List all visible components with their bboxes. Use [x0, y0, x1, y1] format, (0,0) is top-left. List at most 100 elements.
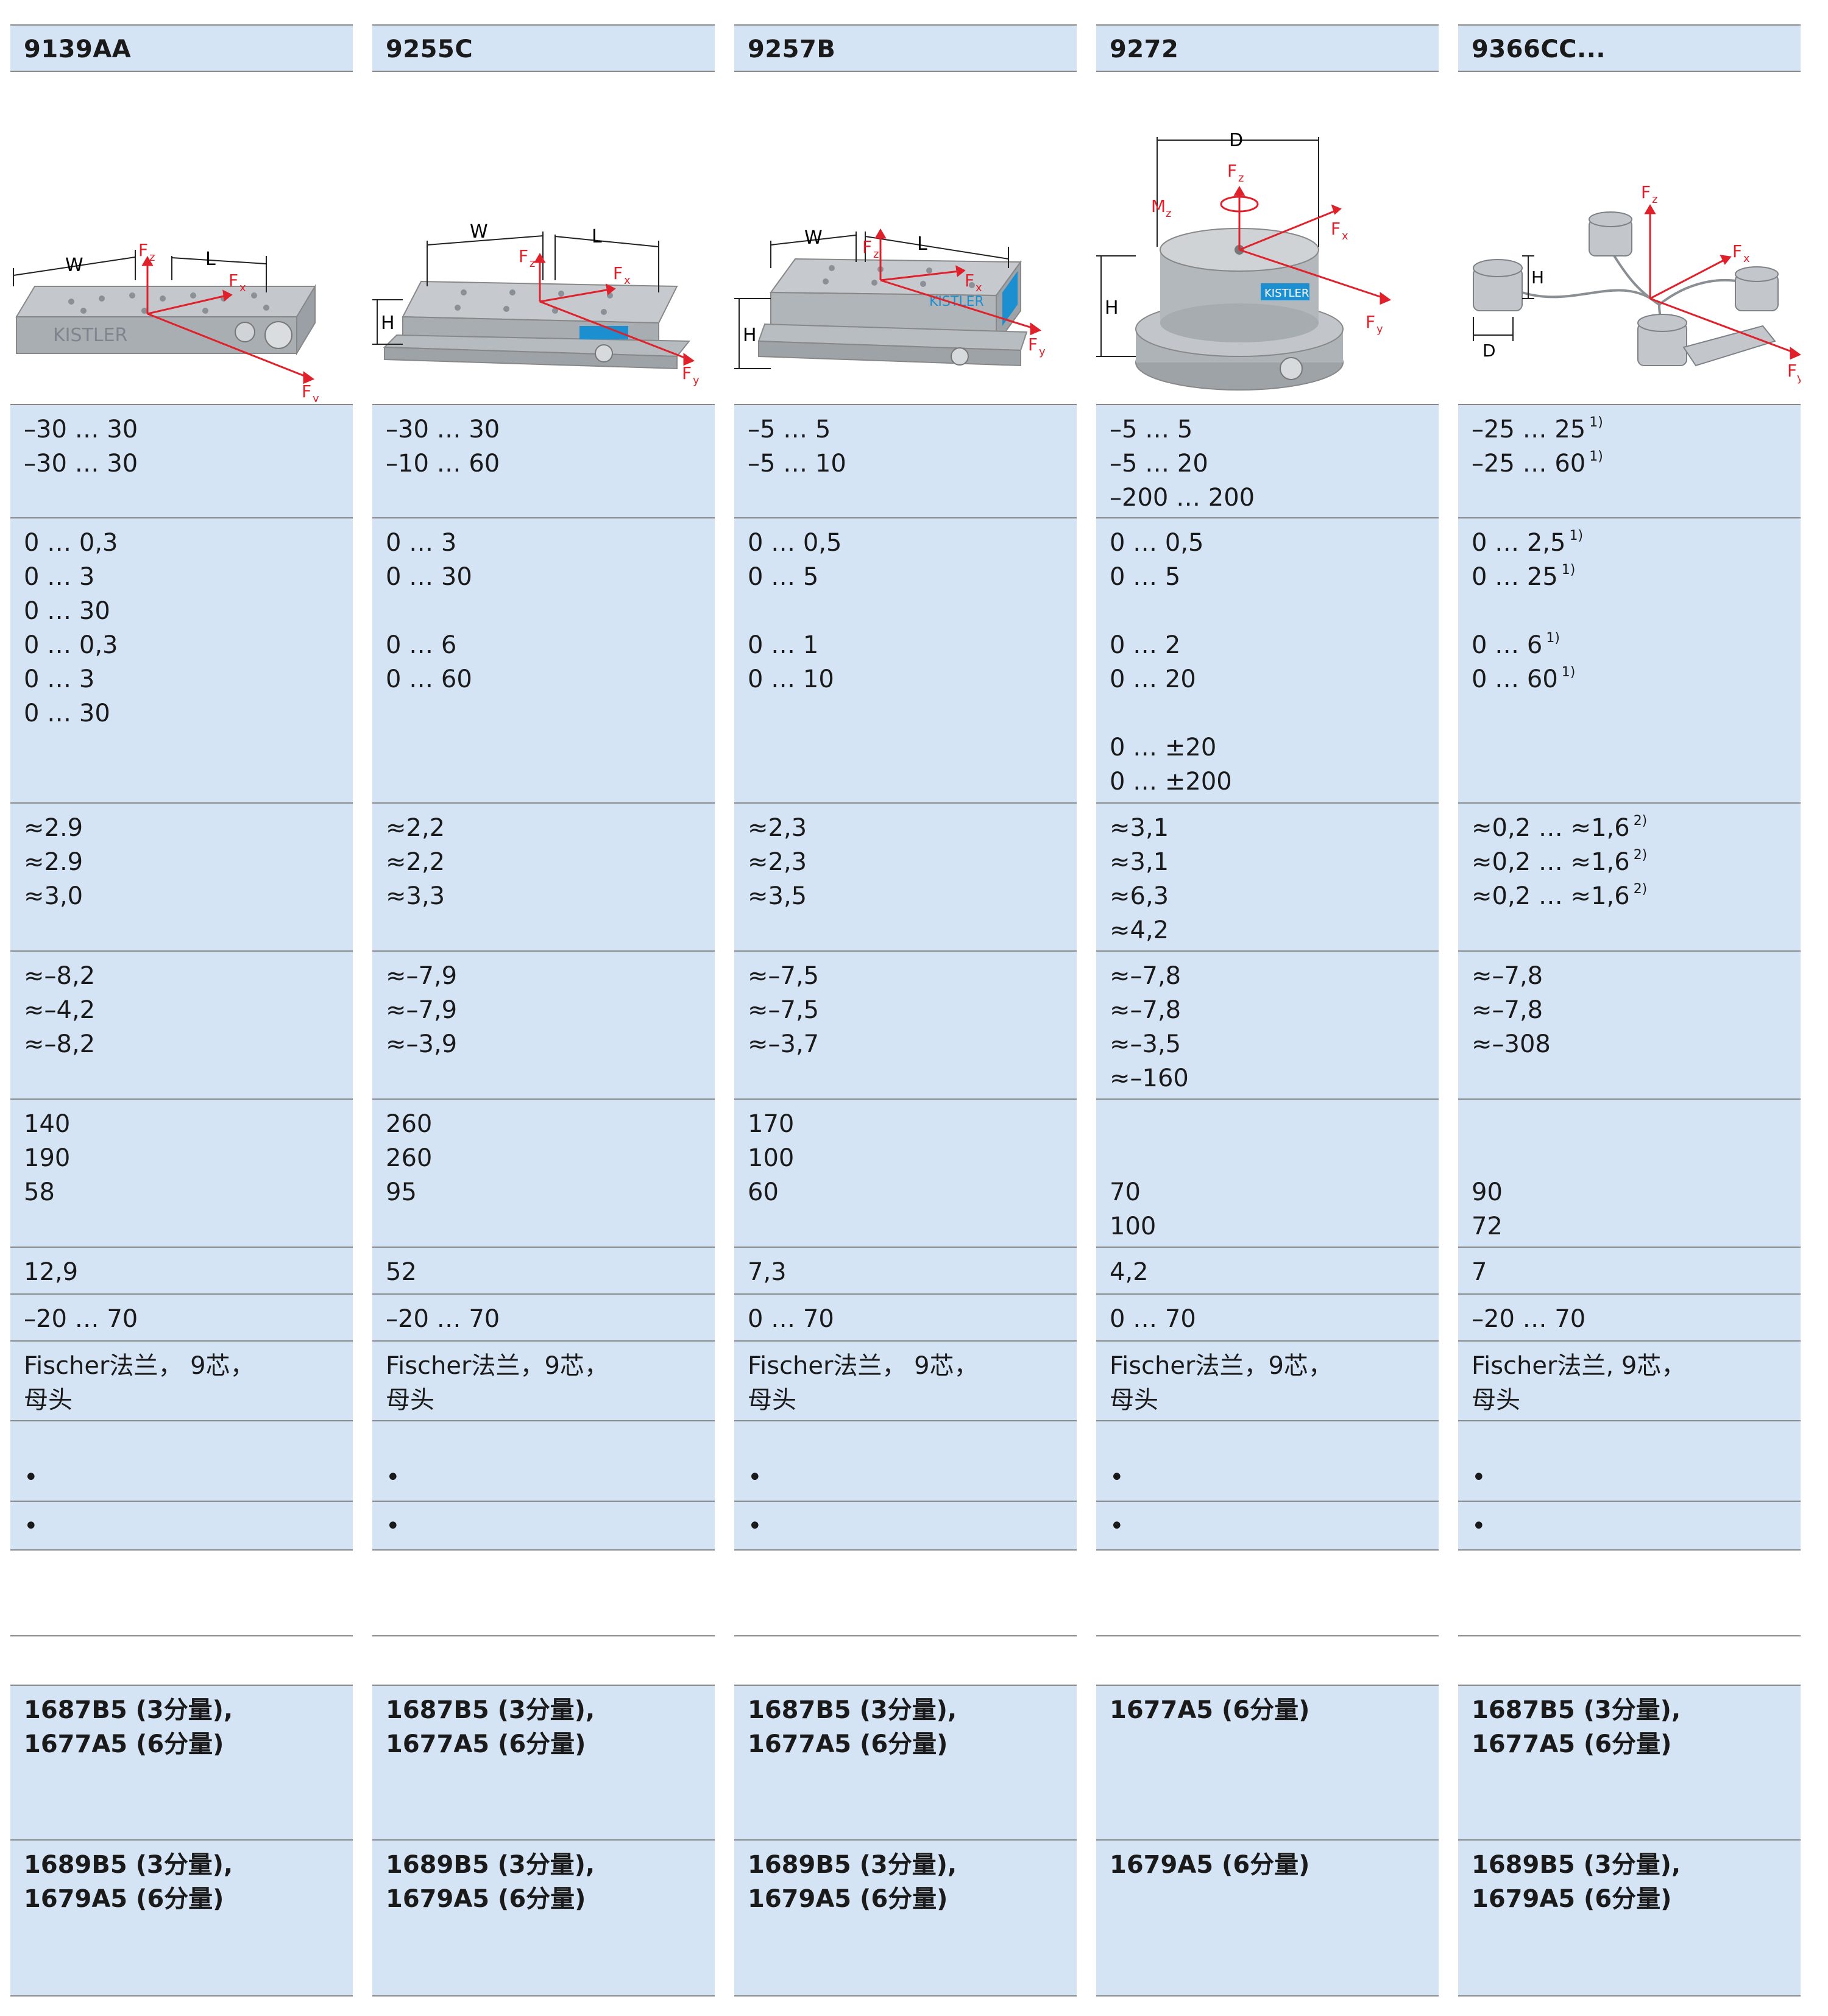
cell-value: 0 … 0,5 [1110, 529, 1204, 557]
cell-value: 1677A5 (6分量) [24, 1730, 224, 1758]
force-fx-sub: x [239, 281, 246, 294]
height-label: H [1531, 267, 1544, 288]
footnote-marker: 1) [1546, 631, 1560, 646]
cell-value: –5 … 20 [1110, 450, 1208, 478]
row-amplifier-1: 1677A5 (6分量) [1096, 1685, 1439, 1841]
cell-line: –30 … 30 [24, 412, 353, 447]
force-fz-label: F [1641, 182, 1651, 202]
product-header: 9139AA [10, 24, 353, 72]
row-temperature: –20 … 70 [10, 1295, 353, 1342]
temperature-value: 0 … 70 [1110, 1305, 1196, 1333]
cell-value: 0 … 3 [24, 563, 95, 591]
force-fx-label: F [965, 271, 974, 291]
force-fx-label: F [613, 263, 623, 283]
row-amplifier-1: 1687B5 (3分量),1677A5 (6分量) [10, 1685, 353, 1841]
footnote-marker: 1) [1589, 449, 1603, 464]
row-approx-2: ≈–8,2≈–4,2≈–8,2 [10, 952, 353, 1100]
cell-line: 母头 [386, 1383, 715, 1417]
row-bullet-2: • [372, 1502, 715, 1551]
force-fy-label: F [1028, 334, 1038, 355]
cell-value: ≈–308 [1472, 1030, 1551, 1058]
cell-value: ≈2.9 [24, 848, 83, 876]
cell-value: 0 … 60 [1472, 665, 1558, 693]
cell-line: 0 … 30 [386, 560, 715, 594]
force-fy-label: F [1366, 312, 1375, 332]
cell-line: 母头 [1472, 1383, 1801, 1417]
cell-line: ≈–7,5 [748, 993, 1077, 1027]
cell-value: Fischer法兰，9芯， [1110, 1352, 1333, 1380]
cell-line: 70 [1110, 1175, 1439, 1209]
cell-line: –5 … 5 [1110, 412, 1439, 447]
force-fy-sub: y [1376, 323, 1383, 336]
cell-line: 母头 [748, 1383, 1077, 1417]
cell-value: ≈2,3 [748, 848, 807, 876]
cell-value: 母头 [386, 1386, 434, 1414]
cell-value: 260 [386, 1144, 433, 1172]
cell-value: ≈–3,5 [1110, 1030, 1181, 1058]
row-bullet-2: • [1458, 1502, 1801, 1551]
cell-value: ≈–160 [1110, 1064, 1189, 1092]
cell-line: ≈–7,8 [1472, 959, 1801, 993]
bullet-mark: • [24, 1512, 38, 1540]
cell-line: ≈3,1 [1110, 845, 1439, 879]
row-weight: 4,2 [1096, 1248, 1439, 1295]
row-bullet-1: • [734, 1421, 1077, 1502]
cell-line: ≈–7,8 [1110, 959, 1439, 993]
row-amplifier-1: 1687B5 (3分量),1677A5 (6分量) [1458, 1685, 1801, 1841]
cell-line: 0 … 1 [748, 628, 1077, 662]
row-amplifier-2: 1689B5 (3分量),1679A5 (6分量) [372, 1841, 715, 1997]
cell-value: 0 … ±200 [1110, 768, 1232, 796]
temperature-value: –20 … 70 [24, 1305, 138, 1333]
cell-line: Fischer法兰, 9芯， [1472, 1349, 1801, 1383]
cell-line: 1689B5 (3分量), [1472, 1848, 1801, 1882]
cell-line: Fischer法兰，9芯， [1110, 1349, 1439, 1383]
height-label: H [743, 325, 757, 346]
bullet-mark: • [1110, 1512, 1124, 1540]
force-fy-sub: y [1797, 372, 1801, 384]
cell-line: ≈–3,7 [748, 1027, 1077, 1061]
cell-line: ≈2.9 [24, 811, 353, 845]
cell-value: 母头 [1472, 1386, 1520, 1414]
cell-line: ≈–8,2 [24, 959, 353, 993]
cell-line: ≈–7,8 [1110, 993, 1439, 1027]
cell-line: 1677A5 (6分量) [1472, 1727, 1801, 1761]
cell-line: 0 … 2 [1110, 628, 1439, 662]
row-connector: Fischer法兰，9芯，母头 [1096, 1342, 1439, 1421]
cell-value: Fischer法兰, 9芯， [1472, 1352, 1686, 1380]
cell-line: 0 … 0,3 [24, 628, 353, 662]
cell-value: 0 … 25 [1472, 563, 1558, 591]
cell-value: 1677A5 (6分量) [748, 1730, 948, 1758]
cell-value: –10 … 60 [386, 450, 500, 478]
width-label: W [470, 221, 488, 242]
cell-line: 1677A5 (6分量) [748, 1727, 1077, 1761]
cell-value: 0 … 0,3 [24, 631, 118, 659]
bullet-mark: • [1472, 1512, 1486, 1540]
cell-line: 1689B5 (3分量), [24, 1848, 353, 1882]
cell-value: –30 … 30 [386, 416, 500, 444]
cell-line: 0 … 5 [748, 560, 1077, 594]
cell-value: ≈–7,8 [1472, 962, 1543, 990]
cell-value: –200 … 200 [1110, 484, 1255, 512]
cell-value: Fischer法兰，9芯， [386, 1352, 609, 1380]
cell-line [386, 594, 715, 628]
cell-value: –5 … 5 [748, 416, 831, 444]
cell-line: ≈2,3 [748, 811, 1077, 845]
cell-value: ≈2,2 [386, 848, 445, 876]
cell-value: 70 [1110, 1178, 1141, 1206]
row-weight: 7,3 [734, 1248, 1077, 1295]
cell-line: ≈3,1 [1110, 811, 1439, 845]
cell-line: 0 … ±20 [1110, 730, 1439, 765]
footnote-marker: 2) [1633, 813, 1648, 829]
cell-line: 72 [1472, 1209, 1801, 1243]
cell-line: ≈2,3 [748, 845, 1077, 879]
cell-value: 0 … 5 [1110, 563, 1181, 591]
cell-value: 140 [24, 1110, 71, 1138]
cell-line: 1679A5 (6分量) [1472, 1882, 1801, 1916]
